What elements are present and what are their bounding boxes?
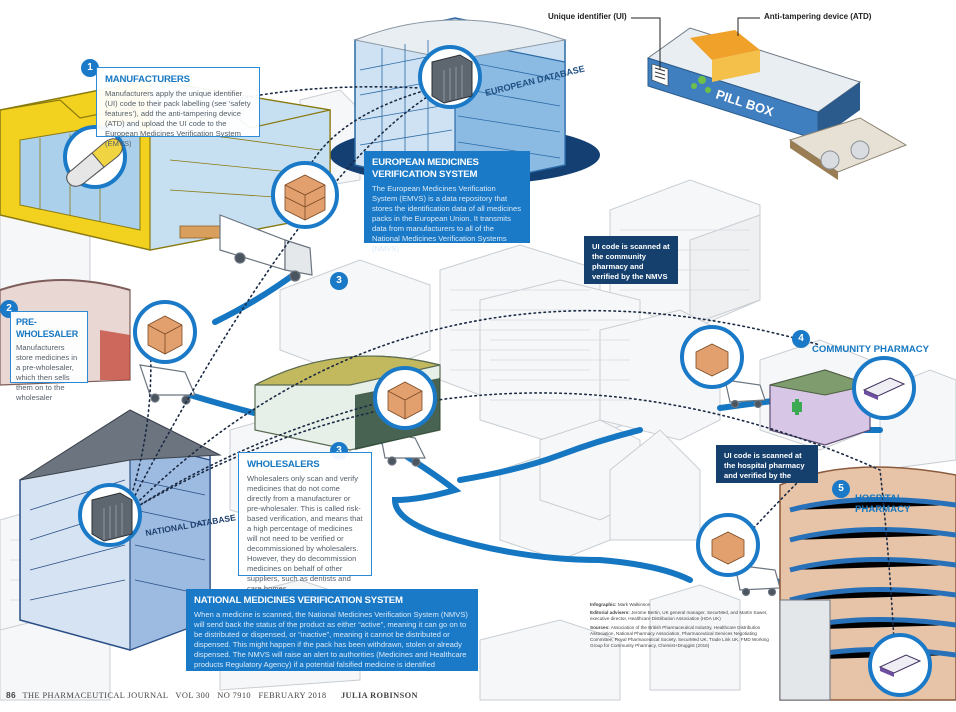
manufacturers-box: MANUFACTURERS Manufacturers apply the un… [96, 67, 260, 148]
page-footer: 86 THE PHARMACEUTICAL JOURNAL VOL 300 NO… [6, 690, 418, 700]
hospital-pharmacy-label: HOSPITAL PHARMACY [855, 493, 911, 515]
hospital-scan-note: UI code is scanned at the hospital pharm… [716, 445, 818, 490]
emvs-box: EUROPEAN MEDICINES VERIFICATION SYSTEM T… [364, 151, 530, 253]
credits-advisers: Jerome Bertin, UK general manager, Secur… [590, 610, 768, 622]
pillpack-circle-hospital [868, 633, 932, 697]
node-circles [63, 45, 932, 697]
box-circle-wholesaler [373, 366, 437, 430]
box-circle-community-delivery [680, 325, 744, 389]
page-number: 86 [6, 690, 17, 700]
pillpack-circle-community [852, 356, 916, 420]
capsule-circle [63, 125, 127, 189]
wholesalers-title: WHOLESALERS [247, 459, 320, 470]
pre-wholesaler-title: PRE-WHOLESALER [16, 317, 78, 339]
credits-infographic: Mark Walkinson [617, 602, 651, 607]
credits-sources: Association of the British Pharmaceutica… [590, 624, 769, 649]
ui-callout: Unique identifier (UI) [548, 12, 627, 21]
community-pharmacy-building [769, 369, 872, 446]
credits-block: Infographic: Mark Walkinson Editorial ad… [590, 602, 780, 649]
manufacturers-text: Manufacturers apply the unique identifie… [105, 89, 251, 148]
delivery-vehicles [139, 214, 781, 597]
step-badge-5: 5 [832, 480, 850, 498]
manufacturers-title: MANUFACTURERS [105, 74, 190, 85]
credits-infographic-label: Infographic: [590, 602, 617, 607]
step-badge-4: 4 [792, 330, 810, 348]
nmvs-text: When a medicine is scanned, the National… [194, 610, 468, 669]
box-circle-hospital-delivery [696, 513, 760, 577]
wholesalers-box: WHOLESALERS Wholesalers only scan and ve… [238, 452, 372, 593]
nmvs-title: NATIONAL MEDICINES VERIFICATION SYSTEM [194, 595, 403, 606]
community-pharmacy-label: COMMUNITY PHARMACY [812, 344, 930, 355]
wholesalers-text: Wholesalers only scan and verify medicin… [247, 474, 363, 593]
pre-wholesaler-text: Manufacturers store medicines in a pre-w… [16, 343, 78, 402]
emvs-title: EUROPEAN MEDICINES VERIFICATION SYSTEM [372, 157, 479, 180]
step-badge-3a: 3 [330, 272, 348, 290]
pre-wholesaler-box: PRE-WHOLESALER Manufacturers store medic… [10, 311, 88, 402]
author-name: JULIA ROBINSON [340, 691, 418, 700]
credits-sources-label: Sources: [590, 624, 610, 630]
pill-box-illustration: PILL BOX [646, 27, 908, 180]
step-badge-1: 1 [81, 59, 99, 77]
credits-advisers-label: Editorial advisers: [590, 610, 630, 616]
server-circle-european [418, 45, 482, 109]
pallet-circle [271, 161, 339, 229]
emvs-text: The European Medicines Verification Syst… [372, 184, 522, 253]
atd-callout: Anti-tampering device (ATD) [764, 12, 872, 21]
delivery-roads [187, 267, 883, 593]
nmvs-box: NATIONAL MEDICINES VERIFICATION SYSTEM W… [186, 589, 478, 671]
community-scan-note: UI code is scanned at the community phar… [584, 236, 678, 284]
box-circle-prewholesaler [133, 300, 197, 364]
callout-lines [631, 17, 760, 70]
journal-name: THE PHARMACEUTICAL JOURNAL VOL 300 NO 79… [22, 691, 327, 700]
server-circle-national [78, 483, 142, 547]
